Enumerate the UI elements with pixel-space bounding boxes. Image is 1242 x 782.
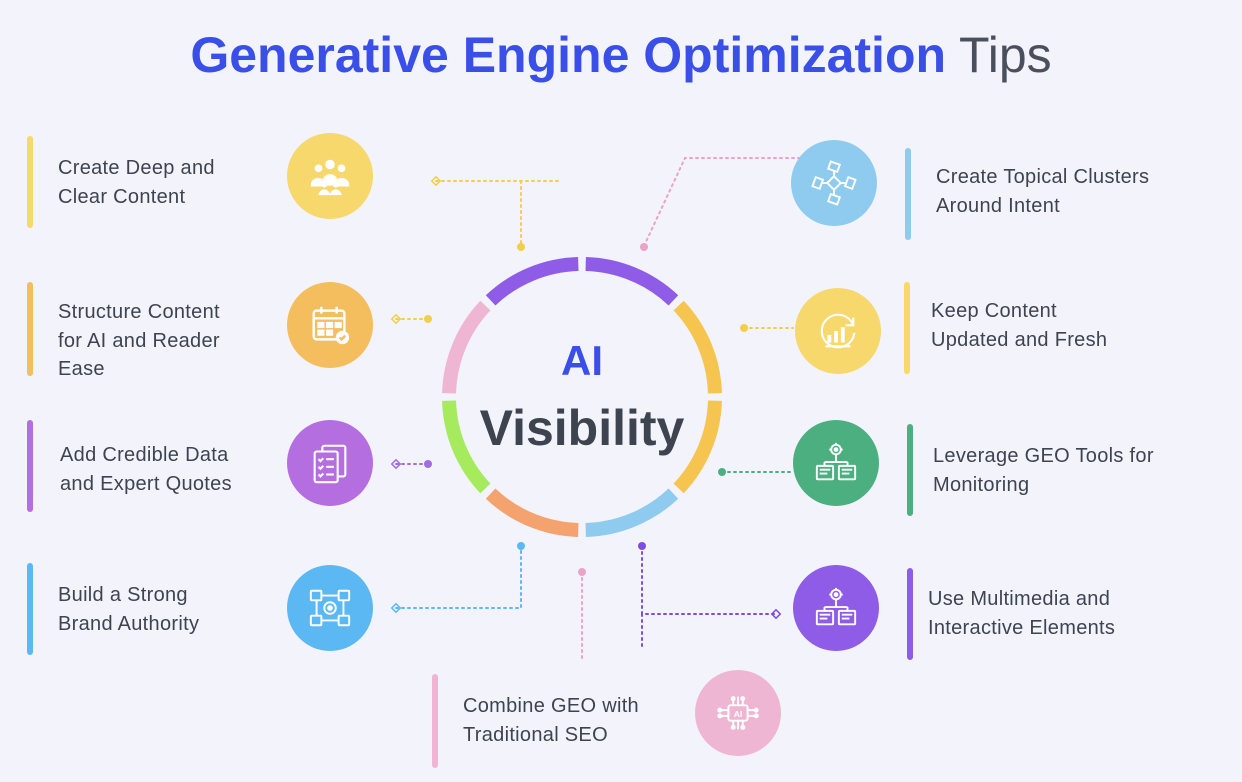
tip-bar-geo-tools [907, 424, 913, 516]
gear-dashboard-icon [793, 565, 879, 651]
team-icon [287, 133, 373, 219]
ring-segment [673, 300, 722, 394]
connector-multimedia [641, 545, 777, 615]
ring-segment [585, 257, 679, 306]
ring-segment [442, 400, 491, 494]
ring-segment [585, 488, 679, 537]
center-label-visibility: Visibility [479, 400, 685, 456]
center-label-ai: AI [561, 337, 603, 384]
tip-bar-content-updated [904, 282, 910, 374]
central-ring [442, 257, 722, 537]
title-light: Tips [959, 27, 1052, 83]
tip-bar-credible-data [27, 420, 33, 512]
ring-segment [485, 488, 579, 537]
connector-topical-clusters [643, 157, 813, 247]
connectors [395, 157, 813, 661]
ring-segment [485, 257, 579, 306]
calendar-check-icon [287, 282, 373, 368]
ai-chip-icon: AI [695, 670, 781, 756]
connector-brand-authority [395, 545, 522, 609]
tip-bar-multimedia [907, 568, 913, 660]
checklist-documents-icon [287, 420, 373, 506]
tip-bar-brand-authority [27, 563, 33, 655]
connector-deep-content [435, 180, 563, 247]
tip-bar-structure-content [27, 282, 33, 376]
svg-text:AI: AI [734, 709, 743, 719]
refresh-growth-icon [795, 288, 881, 374]
page-title: Generative Engine Optimization Tips [0, 24, 1242, 86]
ring-segment [442, 300, 491, 394]
cluster-icon [791, 140, 877, 226]
ring-segment [673, 400, 722, 494]
tip-bar-deep-content [27, 136, 33, 228]
title-strong: Generative Engine Optimization [190, 27, 947, 83]
network-users-icon [287, 565, 373, 651]
tip-bar-combine-geo-seo [432, 674, 438, 768]
gear-dashboard-icon [793, 420, 879, 506]
tip-bar-topical-clusters [905, 148, 911, 240]
